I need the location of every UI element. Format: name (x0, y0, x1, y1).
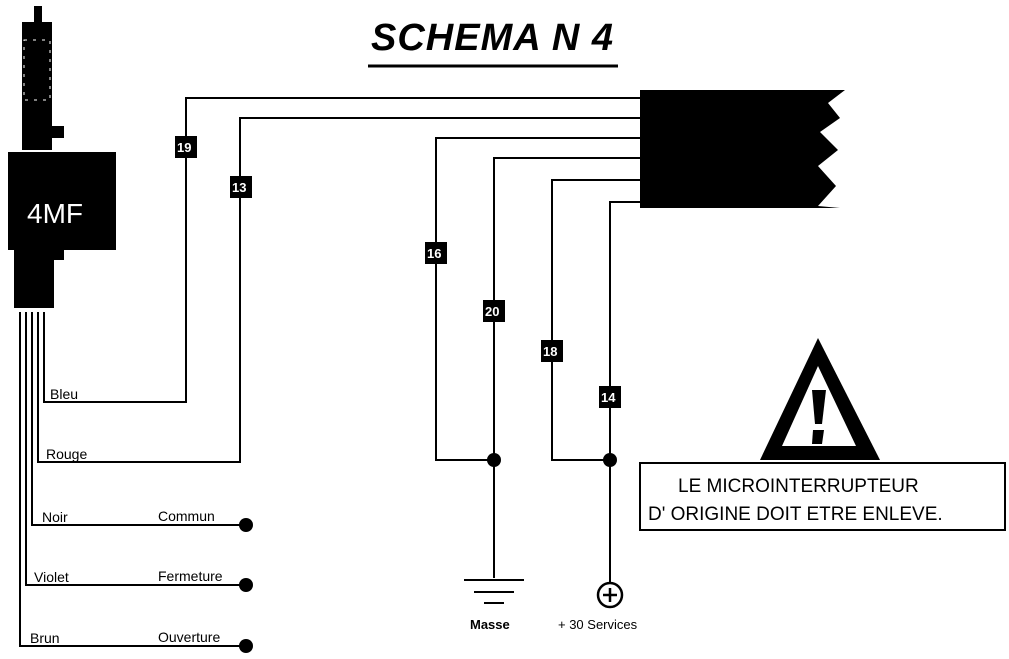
actuator-upper-tab (52, 126, 64, 138)
ground-icon (464, 579, 524, 604)
warning-line-1: LE MICROINTERRUPTEUR (678, 476, 919, 497)
wire-19 (43, 97, 640, 403)
svg-text:18: 18 (543, 344, 557, 359)
wire-tag-19: 19 (175, 136, 197, 158)
terminal-label-fermeture: Fermeture (158, 568, 223, 584)
svg-text:14: 14 (601, 390, 616, 405)
wire-20 (493, 157, 640, 578)
wire-tag-20: 20 (483, 300, 505, 322)
svg-text:16: 16 (427, 246, 441, 261)
actuator-rod (22, 22, 52, 150)
junction-dot-masse (487, 453, 501, 467)
warning-box (639, 462, 1006, 531)
wire-tag-16: 16 (425, 242, 447, 264)
actuator-ribs (23, 39, 51, 101)
diagram-title: SCHEMA N 4 (371, 17, 614, 59)
warning-icon (760, 338, 880, 460)
vehicle-connector (640, 90, 845, 208)
actuator-shaft (34, 6, 42, 24)
wires (19, 97, 640, 647)
actuator-model-label: 4MF (27, 198, 83, 229)
actuator-lower-tab (52, 248, 64, 260)
actuator-4mf: 4MF (8, 6, 116, 308)
wire-label-violet: Violet (34, 569, 69, 585)
terminal-ouverture-dot (239, 639, 253, 653)
wire-18 (551, 179, 640, 461)
junction-dot-power (603, 453, 617, 467)
terminal-fermeture-dot (239, 578, 253, 592)
wire-violet (25, 312, 246, 586)
actuator-lower-block (14, 248, 54, 308)
wire-noir (31, 312, 246, 526)
svg-text:19: 19 (177, 140, 191, 155)
wire-label-rouge: Rouge (46, 446, 87, 462)
wire-label-bleu: Bleu (50, 386, 78, 402)
wire-tag-18: 18 (541, 340, 563, 362)
warning-line-2: D' ORIGINE DOIT ETRE ENLEVE. (648, 504, 943, 525)
wire-tag-14: 14 (599, 386, 621, 408)
wire-label-brun: Brun (30, 630, 60, 646)
power-plus-icon (596, 581, 624, 609)
wire-16 (435, 137, 640, 461)
ground-label: Masse (470, 617, 510, 632)
terminal-commun-dot (239, 518, 253, 532)
wire-brun (19, 312, 246, 647)
terminal-label-ouverture: Ouverture (158, 629, 220, 645)
wire-label-noir: Noir (42, 509, 68, 525)
power-label: + 30 Services (558, 617, 638, 632)
wire-13 (37, 117, 640, 463)
terminal-label-commun: Commun (158, 508, 215, 524)
actuator-body (8, 152, 116, 250)
wire-tag-13: 13 (230, 176, 252, 198)
svg-text:20: 20 (485, 304, 499, 319)
svg-text:13: 13 (232, 180, 246, 195)
